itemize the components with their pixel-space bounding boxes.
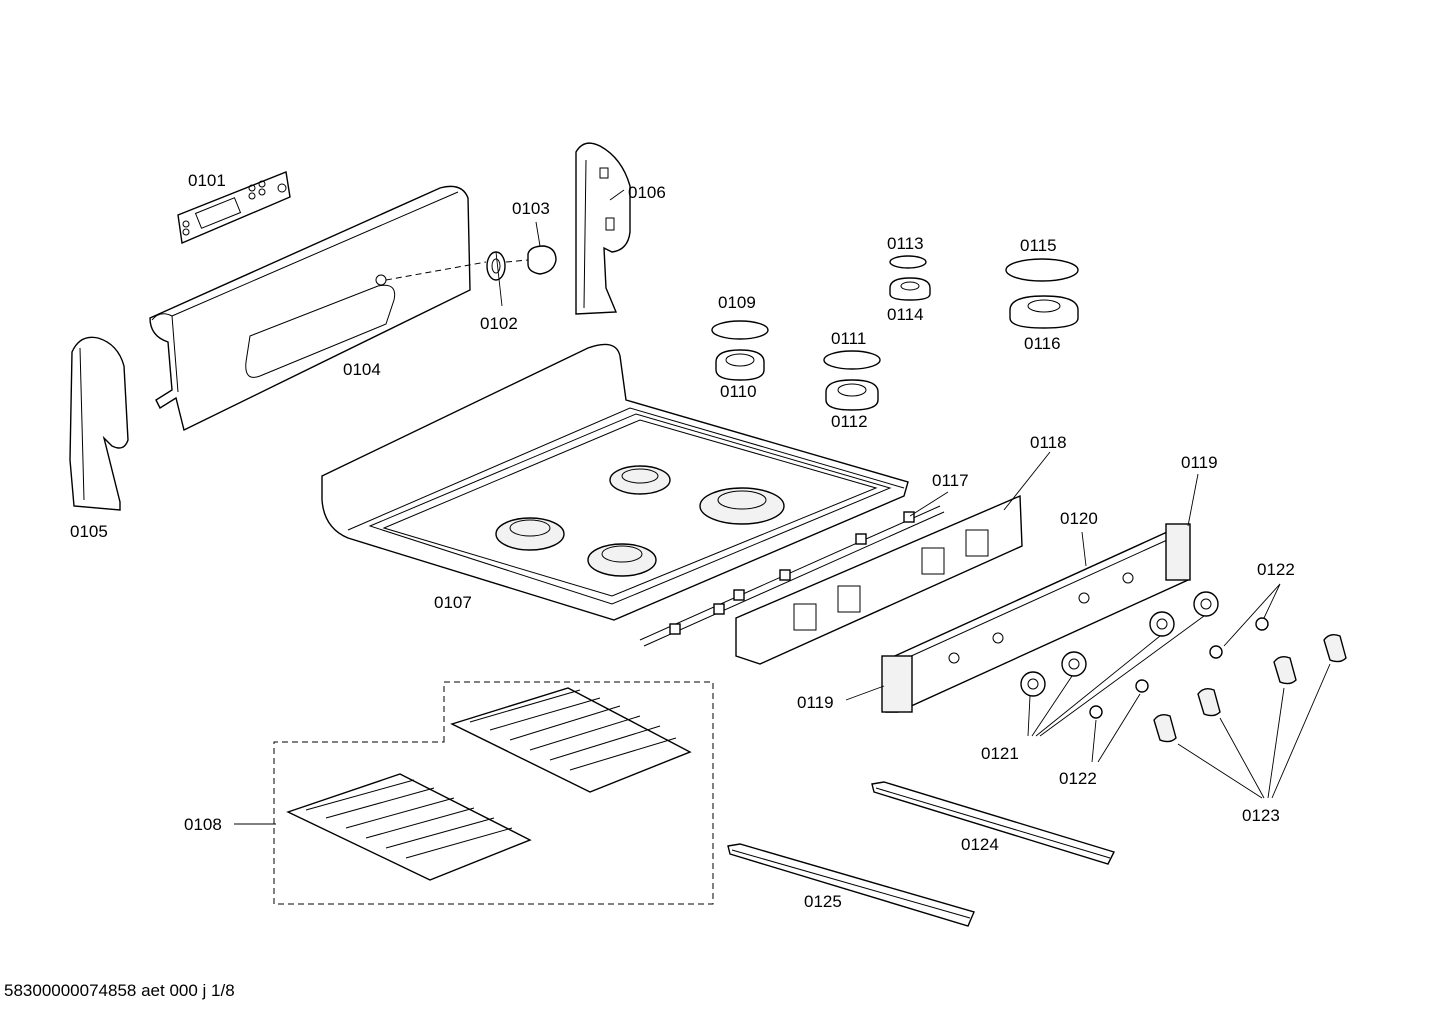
burner-head-0116-part	[1009, 295, 1079, 329]
label-0119-top: 0119	[1181, 453, 1218, 472]
label-0122-top: 0122	[1257, 560, 1295, 579]
left-end-cap-part	[69, 336, 129, 511]
cap-part	[527, 245, 557, 275]
label-0121: 0121	[981, 744, 1019, 763]
label-0102: 0102	[480, 314, 518, 333]
label-0115: 0115	[1020, 236, 1057, 255]
label-0111: 0111	[831, 329, 866, 348]
burner-cap-0115-part	[1005, 258, 1079, 282]
label-0116: 0116	[1024, 334, 1061, 353]
rail-0125-part	[727, 843, 975, 927]
burner-cap-0113-part	[889, 255, 927, 269]
burner-head-0110-part	[715, 349, 765, 381]
label-0119-bottom: 0119	[797, 693, 834, 712]
bezel-set-part	[1020, 591, 1219, 697]
wire-harness-part	[639, 505, 945, 647]
burner-cap-0109-part	[711, 320, 769, 340]
label-0113: 0113	[887, 234, 924, 253]
rail-0124-part	[871, 781, 1115, 865]
label-0105: 0105	[70, 522, 108, 541]
label-0122-bottom: 0122	[1059, 769, 1097, 788]
label-0118: 0118	[1030, 433, 1067, 452]
knob-set-part	[1153, 633, 1347, 743]
label-0104: 0104	[343, 360, 381, 379]
label-0112: 0112	[831, 412, 868, 431]
label-0108: 0108	[184, 815, 222, 834]
washer-set-part	[1089, 617, 1269, 719]
right-end-cap-part	[575, 142, 631, 315]
document-id: 58300000074858 aet 000 j 1/8	[4, 981, 235, 1000]
end-cap-right-part	[1165, 523, 1191, 581]
burner-head-0112-part	[825, 379, 879, 411]
control-board-part	[177, 171, 291, 245]
burner-head-0114-part	[889, 277, 931, 301]
label-0125: 0125	[804, 892, 842, 911]
label-0107: 0107	[434, 593, 472, 612]
label-0120: 0120	[1060, 509, 1098, 528]
label-0101: 0101	[188, 171, 226, 190]
label-0103: 0103	[512, 199, 550, 218]
grate-set-part	[273, 681, 714, 905]
label-0124: 0124	[961, 835, 999, 854]
burner-cap-0111-part	[823, 350, 881, 370]
label-0110: 0110	[720, 382, 757, 401]
manifold-bracket-part	[735, 494, 1023, 665]
knob-bezel-part	[486, 251, 506, 281]
end-cap-left-part	[881, 655, 913, 713]
label-0117: 0117	[932, 471, 969, 490]
label-0114: 0114	[887, 305, 924, 324]
label-0106: 0106	[628, 183, 666, 202]
backguard-panel-part	[149, 185, 471, 432]
label-0109: 0109	[718, 293, 756, 312]
leader-lines	[234, 189, 1331, 825]
part-labels: 0101 0103 0106 0113 0115 0109 0114 0102 …	[70, 171, 1295, 911]
label-0123: 0123	[1242, 806, 1280, 825]
cooktop-part	[321, 343, 909, 621]
